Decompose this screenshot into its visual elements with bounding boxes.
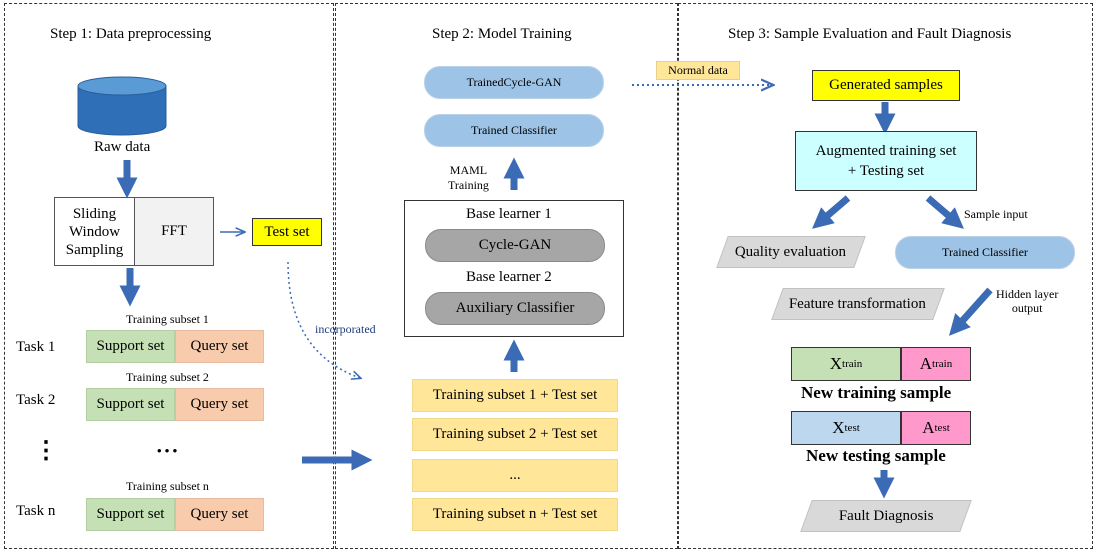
normal-data-label: Normal data (656, 61, 740, 80)
step3-panel (678, 3, 1093, 549)
test-set-box: Test set (252, 218, 322, 246)
step2-heading: Step 2: Model Training (432, 26, 572, 42)
subset-n-test-box: Training subset n + Test set (412, 498, 618, 531)
raw-data-label: Raw data (94, 139, 151, 155)
training-subset-2-label: Training subset 2 (126, 370, 209, 384)
hidden-layer-label: Hidden layer output (996, 287, 1058, 315)
sample-input-label: Sample input (964, 207, 1028, 221)
subset-1-test-box: Training subset 1 + Test set (412, 379, 618, 412)
x-train-subscript: train (842, 358, 863, 370)
task-1-query-set: Query set (175, 330, 264, 363)
x-train-symbol: X (829, 354, 843, 373)
step2-panel (335, 3, 678, 549)
subset-ellipsis-box: ... (412, 459, 618, 492)
fft-cell: FFT (135, 198, 213, 265)
trained-cyclegan-pill: TrainedCycle-GAN (424, 66, 604, 99)
vertical-ellipsis: ⋮ (34, 438, 58, 464)
a-train-subscript: train (932, 358, 953, 370)
task-n-label: Task n (16, 503, 56, 519)
base-learner-2-label: Base learner 2 (466, 269, 552, 285)
hidden-layer-line-1: Hidden layer (996, 287, 1059, 301)
x-test-symbol: X (832, 418, 845, 437)
new-training-sample-label: New training sample (801, 383, 952, 402)
task-1-support-set: Support set (86, 330, 175, 363)
quality-evaluation-label: Quality evaluation (735, 243, 847, 260)
a-test-subscript: test (934, 422, 950, 434)
base-learner-1-label: Base learner 1 (466, 206, 552, 222)
arrow-augmented-to-classifier (925, 195, 964, 229)
task-n-support-set: Support set (86, 498, 175, 531)
task-2-label: Task 2 (16, 392, 56, 408)
x-test-subscript: test (844, 422, 860, 434)
incorporated-label: incorporated (315, 322, 376, 336)
sliding-fft-box: Sliding Window Sampling FFT (54, 197, 214, 266)
step3-trained-classifier-pill: Trained Classifier (895, 236, 1075, 269)
task-n-query-set: Query set (175, 498, 264, 531)
task-1-label: Task 1 (16, 339, 56, 355)
generated-samples-box: Generated samples (812, 70, 960, 101)
maml-training-label: MAML Training (448, 163, 489, 193)
feature-transformation-box: Feature transformation (771, 288, 945, 320)
step3-heading: Step 3: Sample Evaluation and Fault Diag… (728, 26, 1012, 42)
maml-line-2: Training (448, 178, 489, 192)
database-icon (77, 76, 167, 136)
step1-heading: Step 1: Data preprocessing (50, 26, 212, 42)
sliding-line-3: Sampling (65, 241, 124, 258)
training-subset-1-label: Training subset 1 (126, 312, 209, 326)
quality-evaluation-box: Quality evaluation (716, 236, 866, 268)
arrow-incorporated (287, 261, 360, 378)
new-testing-sample-label: New testing sample (806, 446, 946, 465)
arrow-hidden-layer-output (948, 287, 993, 336)
sliding-window-cell: Sliding Window Sampling (55, 198, 135, 265)
augmented-line-2: + Testing set (847, 163, 925, 179)
augmented-training-box: Augmented training set + Testing set (795, 131, 977, 191)
a-test-symbol: A (922, 418, 935, 437)
hidden-layer-line-2: output (1011, 301, 1043, 315)
base-learner-box (404, 200, 624, 337)
sliding-line-1: Sliding (72, 205, 117, 222)
fault-diagnosis-box: Fault Diagnosis (800, 500, 972, 532)
task-2-query-set: Query set (175, 388, 264, 421)
a-train-symbol: A (919, 354, 933, 373)
arrow-augmented-to-quality (812, 195, 851, 229)
sliding-line-2: Window (68, 223, 121, 240)
trained-classifier-pill: Trained Classifier (424, 114, 604, 147)
cycle-gan-pill: Cycle-GAN (425, 229, 605, 262)
feature-transformation-label: Feature transformation (789, 295, 927, 312)
horizontal-ellipsis: • • • (157, 443, 178, 458)
maml-line-1: MAML (449, 163, 488, 177)
auxiliary-classifier-pill: Auxiliary Classifier (425, 292, 605, 325)
subset-2-test-box: Training subset 2 + Test set (412, 418, 618, 451)
fault-diagnosis-label: Fault Diagnosis (838, 507, 934, 524)
step1-panel (4, 3, 334, 549)
augmented-line-1: Augmented training set (815, 143, 957, 159)
training-subset-n-label: Training subset n (126, 479, 209, 493)
task-2-support-set: Support set (86, 388, 175, 421)
